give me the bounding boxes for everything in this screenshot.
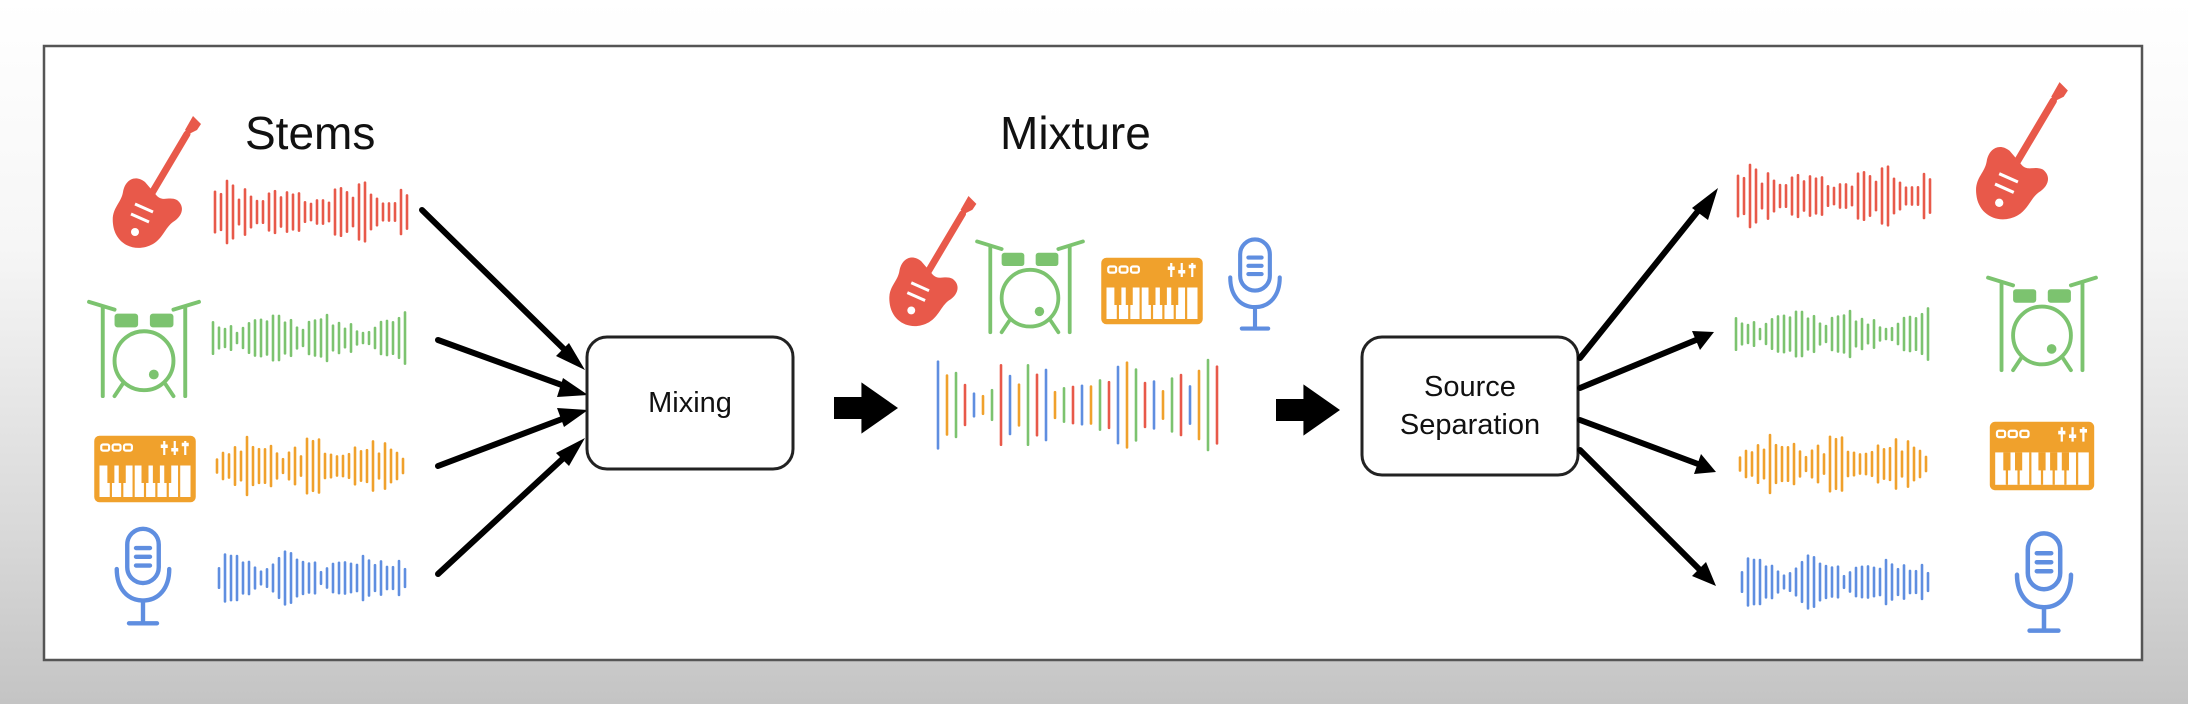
- arrowhead: [556, 343, 585, 370]
- arrowhead: [1692, 331, 1714, 350]
- arrow-drums-to-mixing: [435, 337, 573, 391]
- arrow-vocals-to-mixing: [435, 449, 573, 577]
- arrow-keys-to-mixing: [435, 413, 573, 469]
- arrow-to-keys: [1577, 417, 1701, 467]
- synthesizer-icon: [1988, 420, 2096, 492]
- stems-title: Stems: [245, 107, 376, 159]
- arrowhead: [1692, 188, 1718, 220]
- mixing-box: [585, 335, 795, 471]
- separated-column: [1734, 82, 2098, 630]
- guitar-waveform: [1736, 163, 1932, 229]
- vocals-waveform: [217, 550, 407, 606]
- arrow-to-guitar: [1577, 203, 1705, 361]
- arrow-to-vocals: [1577, 447, 1703, 573]
- source-separation-label-line2: Separation: [1399, 409, 1541, 441]
- keyboard-waveform: [1738, 433, 1928, 495]
- arrowhead: [557, 378, 588, 397]
- stems-column: [87, 116, 409, 623]
- keyboard-waveform: [215, 435, 405, 497]
- input-arrows: [419, 207, 573, 577]
- source-separation-label: Source Separation: [1362, 337, 1578, 475]
- arrow-guitar-to-mixing: [419, 207, 573, 358]
- mixing-label: Mixing: [648, 387, 732, 419]
- mixture-title: Mixture: [1000, 107, 1151, 159]
- arrow-to-drums: [1577, 337, 1699, 391]
- vocals-waveform: [1740, 554, 1930, 610]
- arrowhead: [1692, 562, 1716, 586]
- output-arrowheads: [1692, 188, 1718, 586]
- mixture-waveform: [936, 358, 1219, 452]
- drums-waveform: [1734, 307, 1930, 361]
- source-separation-box: [1360, 335, 1580, 477]
- synthesizer-icon: [1100, 256, 1204, 326]
- arrowhead: [557, 408, 588, 427]
- synthesizer-icon: [93, 434, 197, 504]
- input-arrowheads: [556, 343, 588, 466]
- source-separation-label-line1: Source: [1424, 371, 1516, 403]
- drums-waveform: [211, 311, 407, 365]
- arrowhead: [556, 438, 585, 466]
- arrowhead: [1694, 454, 1716, 474]
- guitar-waveform: [213, 179, 409, 245]
- output-arrows: [1577, 203, 1705, 573]
